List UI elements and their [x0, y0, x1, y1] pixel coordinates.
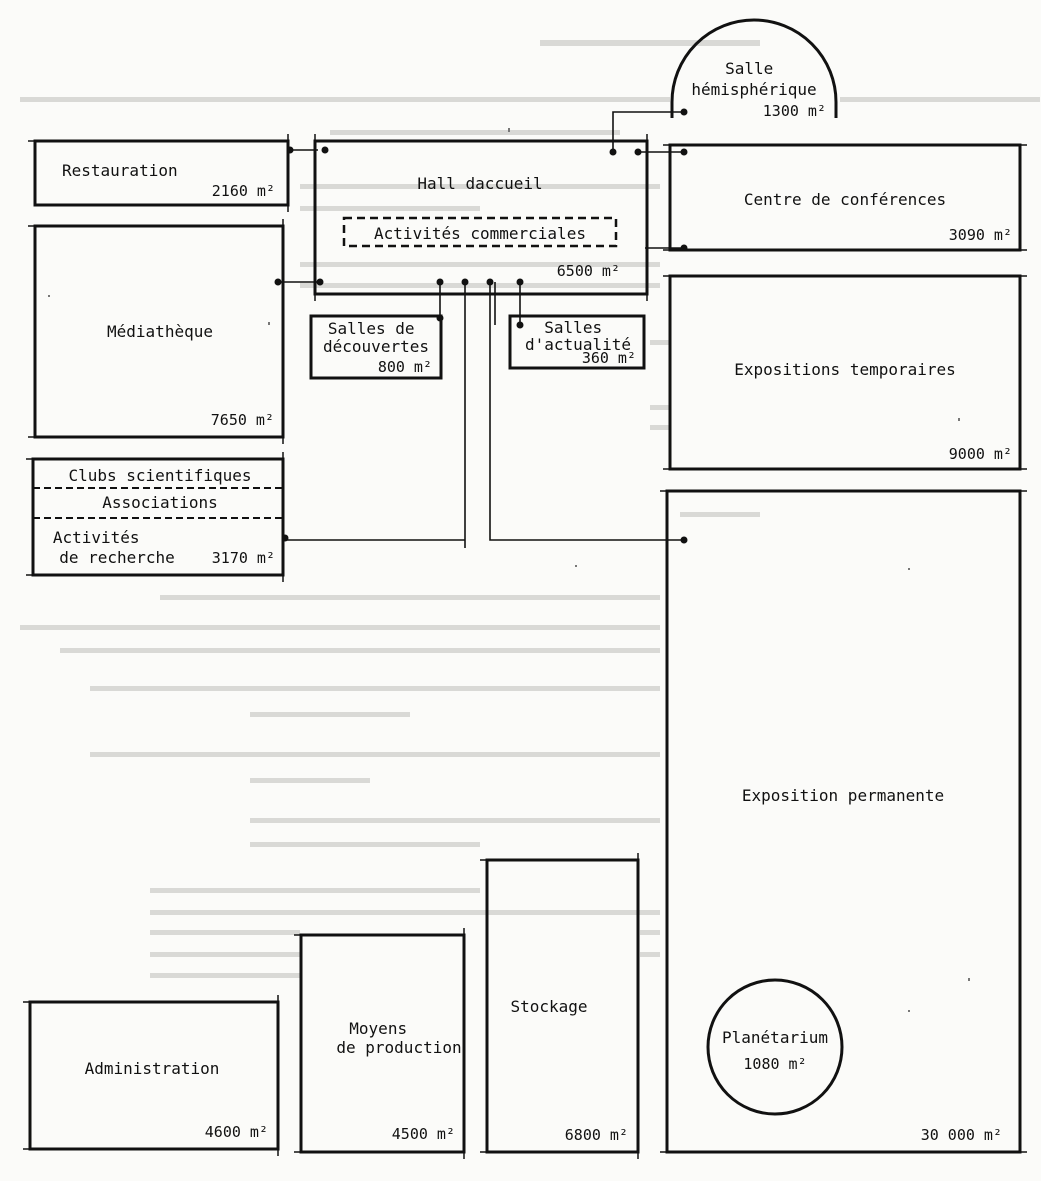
room-associations-name: Associations — [102, 493, 218, 512]
room-centre-conferences-name: Centre de conférences — [744, 190, 946, 209]
room-salle-hemispherique: Salle hémisphérique 1300 m² — [670, 18, 838, 120]
room-mediatheque-name: Médiathèque — [107, 322, 213, 341]
room-expositions-temporaires-area: 9000 m² — [949, 445, 1012, 463]
room-centre-conferences: Centre de conférences 3090 m² — [663, 143, 1027, 252]
room-salles-actualite-area: 360 m² — [582, 349, 636, 367]
room-mediatheque-area: 7650 m² — [211, 411, 274, 429]
room-activites-recherche-name: Activités de recherche — [53, 528, 175, 567]
room-planetarium: Planétarium 1080 m² — [706, 978, 844, 1116]
room-moyens-production-name: Moyens de production — [336, 1019, 461, 1057]
room-moyens-production: Moyens de production 4500 m² — [294, 928, 466, 1159]
room-planetarium-area: 1080 m² — [743, 1055, 806, 1073]
room-salles-decouvertes-name: Salles de découvertes — [323, 319, 429, 356]
room-stockage-area: 6800 m² — [565, 1126, 628, 1144]
room-activites-commerciales-name: Activités commerciales — [374, 224, 586, 243]
room-hall-accueil: Hall daccueil 6500 m² — [313, 134, 649, 301]
room-administration-name: Administration — [85, 1059, 220, 1078]
room-activites-recherche-area: 3170 m² — [212, 549, 275, 567]
room-salles-actualite-name: Salles d'actualité — [525, 318, 631, 354]
room-clubs-scientifiques-name: Clubs scientifiques — [68, 466, 251, 485]
room-restauration-area: 2160 m² — [212, 182, 275, 200]
room-exposition-permanente-name: Exposition permanente — [742, 786, 944, 805]
room-stockage-name: Stockage — [510, 997, 587, 1016]
room-salles-decouvertes: Salles de découvertes 800 m² — [309, 314, 443, 380]
room-moyens-production-area: 4500 m² — [392, 1125, 455, 1143]
room-exposition-permanente-area: 30 000 m² — [921, 1126, 1002, 1144]
room-expositions-temporaires-name: Expositions temporaires — [734, 360, 956, 379]
room-restauration: Restauration 2160 m² — [28, 134, 290, 212]
connector-nodes — [274, 108, 688, 544]
connector-lines — [278, 111, 684, 548]
room-centre-conferences-area: 3090 m² — [949, 226, 1012, 244]
room-hall-accueil-area: 6500 m² — [557, 262, 620, 280]
room-stockage: Stockage 6800 m² — [480, 853, 640, 1159]
room-exposition-permanente: Exposition permanente 30 000 m² — [660, 489, 1027, 1154]
room-salles-actualite: Salles d'actualité 360 m² — [508, 314, 646, 370]
room-planetarium-name: Planétarium — [722, 1028, 828, 1047]
room-administration: Administration 4600 m² — [23, 995, 280, 1156]
room-clubs-associations-recherche: Clubs scientifiques Associations Activit… — [26, 452, 285, 582]
room-administration-area: 4600 m² — [205, 1123, 268, 1141]
room-salle-hemispherique-name: Salle hémisphérique — [691, 59, 816, 99]
room-restauration-name: Restauration — [62, 161, 178, 180]
room-mediatheque: Médiathèque 7650 m² — [28, 219, 285, 444]
background-bleed-through — [20, 40, 1040, 1012]
room-hall-accueil-name: Hall daccueil — [417, 174, 542, 193]
room-expositions-temporaires: Expositions temporaires 9000 m² — [663, 274, 1027, 471]
room-salles-decouvertes-area: 800 m² — [378, 358, 432, 376]
room-salle-hemispherique-area: 1300 m² — [763, 102, 826, 120]
room-activites-commerciales: Activités commerciales — [342, 216, 618, 248]
